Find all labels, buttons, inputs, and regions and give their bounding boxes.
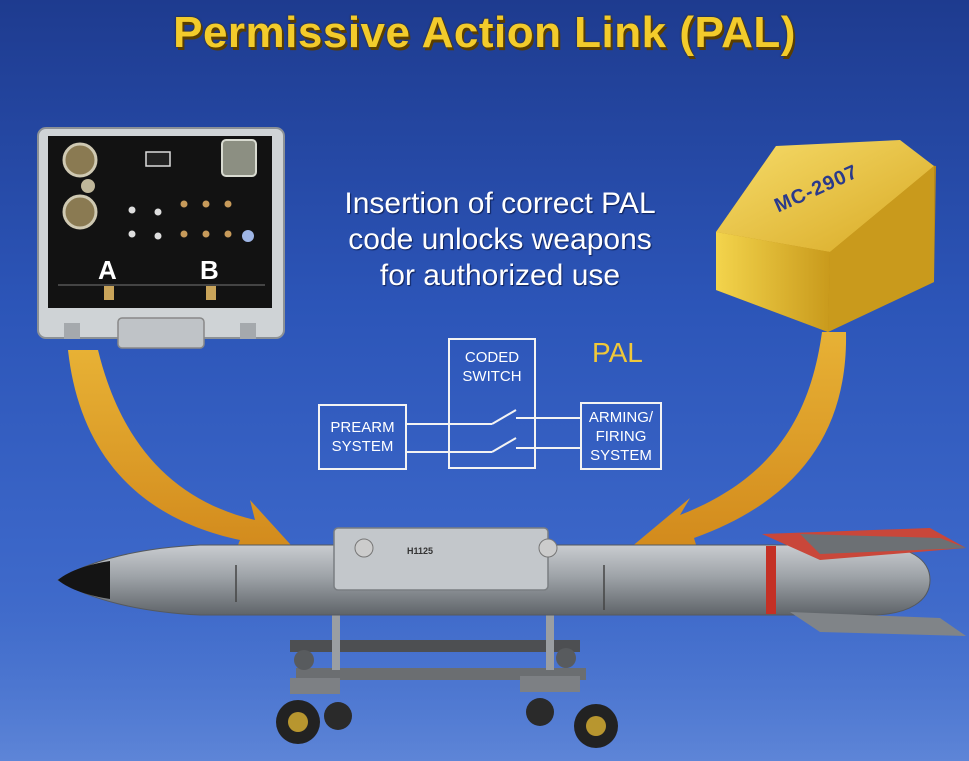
box-line: SYSTEM: [590, 447, 652, 464]
controller-label-b: B: [200, 255, 219, 285]
pal-label: PAL: [592, 337, 643, 368]
slide-title: Permissive Action Link (PAL): [173, 8, 796, 57]
box-line: FIRING: [595, 428, 647, 445]
b61-weapon: [57, 527, 966, 636]
right-insertion-arrow: [630, 332, 847, 558]
caption-text: Insertion of correct PAL code unlocks we…: [300, 186, 700, 294]
box-line: CODED: [464, 349, 520, 366]
arming-firing-system-box: ARMING/ FIRING SYSTEM: [580, 402, 662, 470]
schematic-wiring: [407, 409, 580, 453]
prearm-system-box: PREARM SYSTEM: [318, 404, 407, 470]
box-line: SYSTEM: [331, 438, 394, 455]
box-line: SWITCH: [462, 368, 522, 385]
pal-controller: [37, 127, 285, 349]
controller-label-a: A: [98, 255, 117, 285]
weapon-carriage: [276, 560, 618, 748]
box-line: PREARM: [330, 419, 395, 436]
box-line: ARMING/: [588, 409, 654, 426]
bomb-marking: H1125: [407, 546, 434, 556]
left-insertion-arrow: [68, 350, 300, 560]
coded-switch-box: CODED SWITCH: [448, 338, 536, 469]
caption-line: code unlocks weapons: [348, 223, 652, 256]
caption-line: Insertion of correct PAL: [344, 187, 656, 220]
mc-2907-module: [716, 140, 936, 332]
caption-line: for authorized use: [379, 259, 621, 292]
